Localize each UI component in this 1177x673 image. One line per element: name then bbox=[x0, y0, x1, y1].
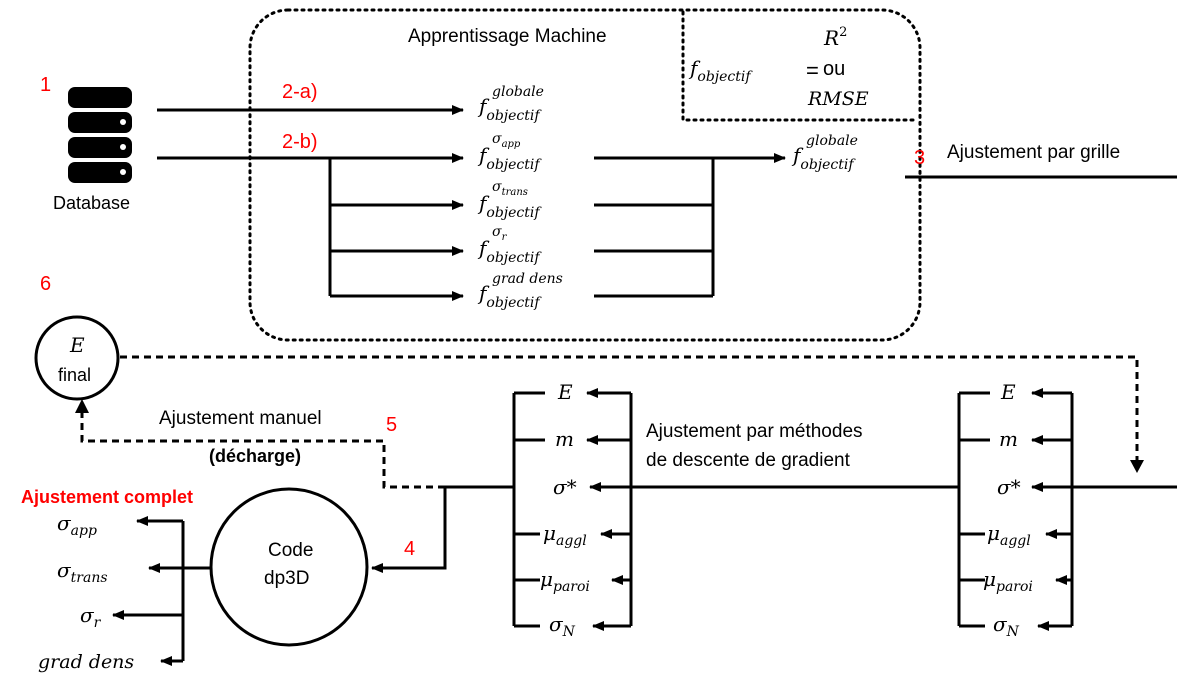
ajustement-grille-label: Ajustement par grille bbox=[947, 142, 1120, 163]
arrow-4 bbox=[371, 487, 447, 573]
final-e-label: E bbox=[69, 333, 85, 357]
formula-equals: = bbox=[806, 58, 819, 83]
output-sigma-r: σr bbox=[80, 603, 102, 631]
formula-lhs: fobjectif bbox=[688, 56, 753, 85]
descente-label-line2: de descente de gradient bbox=[646, 450, 851, 471]
formula-option-ou: ou bbox=[823, 58, 845, 80]
dashed-manual-arrowhead bbox=[75, 399, 89, 413]
left-param-bracket bbox=[512, 388, 633, 631]
decharge-label: (décharge) bbox=[209, 446, 301, 466]
database-label: Database bbox=[53, 193, 130, 213]
objective-sigma-app: fobjectifσapp bbox=[477, 131, 542, 173]
output-sigma-trans: σtrans bbox=[57, 558, 108, 586]
step-5-label: 5 bbox=[386, 414, 397, 436]
left-param-sigma-n: σN bbox=[549, 612, 576, 640]
left-param-m: m bbox=[555, 427, 574, 451]
step-6-label: 6 bbox=[40, 273, 51, 295]
right-param-sigma-n: σN bbox=[993, 612, 1020, 640]
formula-option-r2: R2 bbox=[823, 25, 847, 50]
formula-option-rmse: RMSE bbox=[807, 88, 869, 110]
database-icon bbox=[68, 87, 132, 183]
output-grad-dens: grad dens bbox=[38, 651, 134, 673]
code-label-line2: dp3D bbox=[264, 568, 309, 589]
left-param-sigma-star: σ* bbox=[553, 475, 577, 499]
dashed-final-to-right bbox=[120, 355, 1139, 462]
right-param-m: m bbox=[999, 427, 1018, 451]
output-bracket bbox=[112, 516, 211, 666]
apprentissage-label: Apprentissage Machine bbox=[408, 26, 607, 47]
ajustement-manuel-label: Ajustement manuel bbox=[159, 408, 322, 429]
output-sigma-app: σapp bbox=[57, 511, 97, 539]
final-circle bbox=[34, 315, 120, 401]
step-2a-label: 2-a) bbox=[282, 81, 318, 103]
step-3-label: 3 bbox=[914, 147, 925, 169]
left-param-mu-aggl: μaggl bbox=[543, 521, 587, 549]
dashed-manual-path bbox=[80, 411, 445, 489]
step-4-label: 4 bbox=[404, 538, 415, 560]
combine-bracket bbox=[594, 153, 786, 298]
right-param-mu-aggl: μaggl bbox=[987, 521, 1031, 549]
objective-globale-a: fobjectifglobale bbox=[477, 84, 544, 124]
formula-box-border bbox=[681, 10, 920, 122]
descente-label-line1: Ajustement par méthodes bbox=[646, 421, 863, 442]
code-circle bbox=[209, 487, 369, 647]
right-param-bracket bbox=[957, 388, 1074, 631]
code-label-line1: Code bbox=[268, 540, 313, 561]
objective-globale-b: fobjectifglobale bbox=[791, 133, 858, 173]
machine-learning-box bbox=[248, 8, 922, 342]
objective-sigma-trans: fobjectifσtrans bbox=[477, 179, 542, 221]
right-param-mu-paroi: μparoi bbox=[983, 567, 1033, 595]
objective-grad-dens: fobjectifgrad dens bbox=[477, 271, 563, 311]
left-param-mu-paroi: μparoi bbox=[540, 567, 590, 595]
dashed-arrowhead bbox=[1130, 460, 1144, 473]
left-param-e: E bbox=[557, 380, 573, 404]
final-word-label: final bbox=[58, 365, 91, 385]
right-param-e: E bbox=[1000, 380, 1016, 404]
step-1-label: 1 bbox=[40, 74, 51, 96]
ajustement-complet-label: Ajustement complet bbox=[21, 487, 193, 507]
right-param-sigma-star: σ* bbox=[997, 475, 1021, 499]
objective-sigma-r: fobjectifσr bbox=[477, 224, 542, 266]
bracket-2b bbox=[328, 158, 464, 301]
step-2b-label: 2-b) bbox=[282, 131, 318, 153]
